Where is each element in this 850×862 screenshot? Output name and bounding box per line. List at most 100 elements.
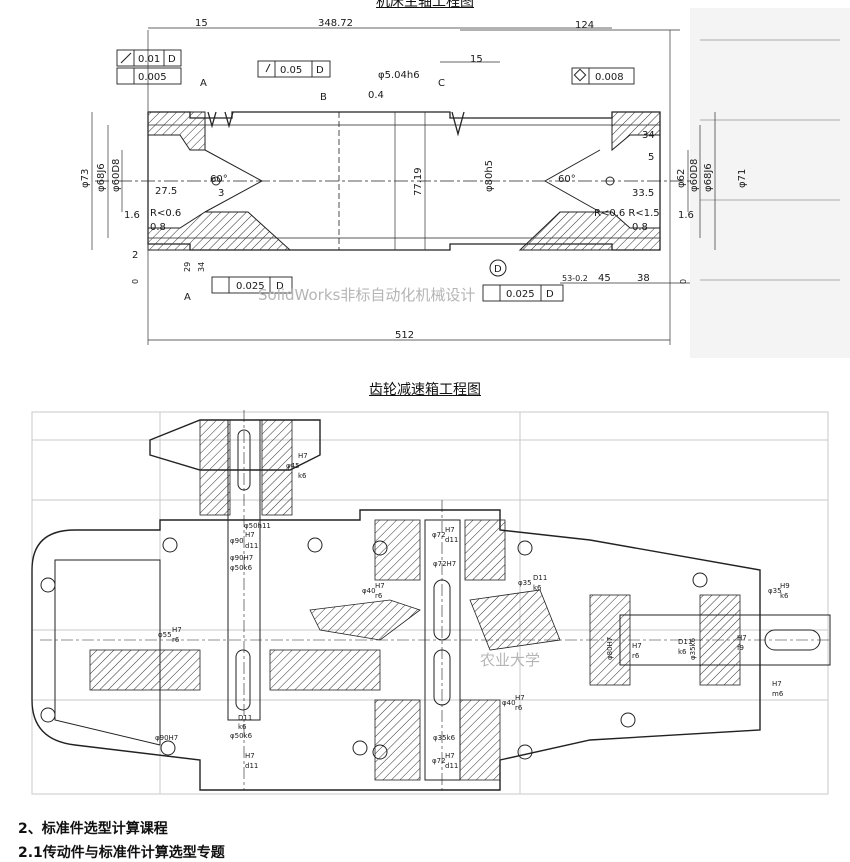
fit-17-num: H7 bbox=[445, 752, 455, 760]
fit-3-num: H7 bbox=[245, 531, 255, 539]
fit-14: φ50k6 bbox=[230, 732, 253, 740]
dia-68j6-left: φ68J6 bbox=[96, 163, 107, 192]
roughness-0-4: 0.4 bbox=[368, 90, 384, 101]
dim-15-left: 15 bbox=[195, 18, 208, 29]
dia-80h5: φ80h5 bbox=[484, 160, 495, 192]
faded-background-lines bbox=[700, 39, 840, 281]
center-cone-right bbox=[543, 149, 601, 213]
fit-15-den: d11 bbox=[245, 762, 258, 770]
fit-18-den: k6 bbox=[780, 592, 789, 600]
shaft-engineering-drawing: 15 348.72 124 15 512 38 53-0.2 45 34 5 3… bbox=[60, 8, 850, 358]
gearbox-drawing-caption: 齿轮减速箱工程图 bbox=[369, 382, 481, 398]
gearbox-drawing-svg: H7 k6 φ45 φ50h11 H7 d11 φ90 φ90H7 φ50k6 … bbox=[31, 410, 831, 795]
dim-34: 34 bbox=[642, 130, 655, 141]
dim-34-bottom: 34 bbox=[197, 262, 206, 272]
fit-16: φ35k6 bbox=[433, 734, 456, 742]
fit-10-pre: φ55 bbox=[158, 631, 172, 639]
fit-17-pre: φ72 bbox=[432, 757, 446, 765]
shaft-drawing-caption: 机床主轴工程图 bbox=[376, 0, 474, 10]
fit-7: φ72H7 bbox=[433, 560, 456, 568]
flatness-symbol bbox=[573, 68, 587, 82]
fit-19: φ80H7 bbox=[606, 637, 614, 660]
fit-10-num: H7 bbox=[172, 626, 182, 634]
fit-18-pre: φ35 bbox=[768, 587, 782, 595]
hatch-right-bottom bbox=[518, 211, 661, 251]
fit-24-num: D11 bbox=[678, 638, 692, 646]
fit-22-den: f9 bbox=[737, 644, 744, 652]
angle-60-left: 60° bbox=[210, 174, 228, 185]
hatch-right-top bbox=[611, 111, 661, 152]
fit-21-den: r6 bbox=[632, 652, 640, 660]
center-hole-right bbox=[605, 176, 615, 186]
dim-15-right: 15 bbox=[470, 54, 483, 65]
datum-d-circle bbox=[489, 259, 507, 277]
marker-a-bottom: A bbox=[184, 292, 191, 303]
tol-1-ref: D bbox=[168, 54, 176, 65]
shaft-watermark: SolidWorks非标自动化机械设计 bbox=[258, 286, 475, 304]
dia-68j6-right: φ68J6 bbox=[703, 163, 714, 192]
dim-53: 53-0.2 bbox=[562, 274, 588, 283]
tol-6-value: 0.025 bbox=[506, 289, 535, 300]
fit-21-num: H7 bbox=[632, 642, 642, 650]
tolerance-frames bbox=[116, 49, 635, 302]
dim-124: 124 bbox=[575, 20, 594, 31]
shafts bbox=[40, 410, 831, 790]
dim-5: 5 bbox=[648, 152, 654, 163]
gearbox-engineering-drawing: H7 k6 φ45 φ50h11 H7 d11 φ90 φ90H7 φ50k6 … bbox=[25, 405, 835, 800]
marker-b: B bbox=[320, 92, 327, 103]
fit-13-den: k6 bbox=[238, 723, 247, 731]
dia-5-04h6: φ5.04h6 bbox=[378, 70, 420, 81]
tol-1-value: 0.01 bbox=[138, 54, 160, 65]
dia-77: 77.19 bbox=[413, 167, 424, 196]
fit-3-pre: φ90 bbox=[230, 537, 244, 545]
dim-3: 3 bbox=[218, 188, 224, 199]
gearbox-hatching bbox=[89, 419, 741, 781]
fit-annotations: H7 k6 φ45 φ50h11 H7 d11 φ90 φ90H7 φ50k6 … bbox=[155, 452, 790, 770]
fit-5: φ50k6 bbox=[230, 564, 253, 572]
angle-60-right: 60° bbox=[558, 174, 576, 185]
tol-5-value: 0.025 bbox=[236, 281, 265, 292]
fit-13-num: D11 bbox=[238, 714, 252, 722]
fit-10-den: r6 bbox=[172, 636, 180, 644]
roughness-1-6-right: 1.6 bbox=[678, 210, 694, 221]
gearbox-watermark: 农业大学 bbox=[480, 651, 540, 669]
fit-18-num: H9 bbox=[780, 582, 790, 590]
tol-3-ref: D bbox=[316, 65, 324, 76]
dia-73: φ73 bbox=[80, 169, 91, 188]
fit-11-num: H7 bbox=[515, 694, 525, 702]
dia-60d8-left: φ60D8 bbox=[111, 159, 122, 192]
fit-9-pre: φ40 bbox=[362, 587, 376, 595]
fit-6-pre: φ72 bbox=[432, 531, 446, 539]
fit-23-den: m6 bbox=[772, 690, 784, 698]
tol-3-value: 0.05 bbox=[280, 65, 302, 76]
fit-2: φ50h11 bbox=[244, 522, 271, 530]
fit-1-num: H7 bbox=[298, 452, 308, 460]
bolt-holes bbox=[40, 537, 708, 760]
fit-24-den: k6 bbox=[678, 648, 687, 656]
dim-348: 348.72 bbox=[318, 18, 353, 29]
fit-8-den: k6 bbox=[533, 584, 542, 592]
dia-71: φ71 bbox=[737, 169, 748, 188]
fit-1-den: k6 bbox=[298, 472, 307, 480]
roughness-0-8-right: 0.8 bbox=[632, 222, 648, 233]
radius-right: R<0.6 R<1.5 bbox=[594, 208, 660, 219]
paper-shade bbox=[690, 8, 850, 358]
dim-29: 29 bbox=[183, 262, 192, 272]
dim-2: 2 bbox=[132, 250, 138, 261]
fit-9-den: r6 bbox=[375, 592, 383, 600]
marker-c: C bbox=[438, 78, 445, 89]
fit-12: φ90H7 bbox=[155, 734, 178, 742]
fit-1-pre: φ45 bbox=[286, 462, 300, 470]
dim-45: 45 bbox=[598, 273, 611, 284]
fit-20: φ35k6 bbox=[689, 637, 697, 660]
radius-left: R<0.6 bbox=[150, 208, 181, 219]
fit-17-den: d11 bbox=[445, 762, 458, 770]
hatch-left-top bbox=[147, 111, 206, 151]
section-heading-2-1: 2.1传动件与标准件计算选型专题 bbox=[18, 845, 225, 861]
shaft-drawing-svg: 15 348.72 124 15 512 38 53-0.2 45 34 5 3… bbox=[80, 8, 850, 358]
dim-0-left: 0 bbox=[131, 279, 140, 284]
dim-33-5: 33.5 bbox=[632, 188, 654, 199]
marker-d: D bbox=[494, 264, 502, 275]
fit-11-pre: φ40 bbox=[502, 699, 516, 707]
dim-512: 512 bbox=[395, 330, 414, 341]
